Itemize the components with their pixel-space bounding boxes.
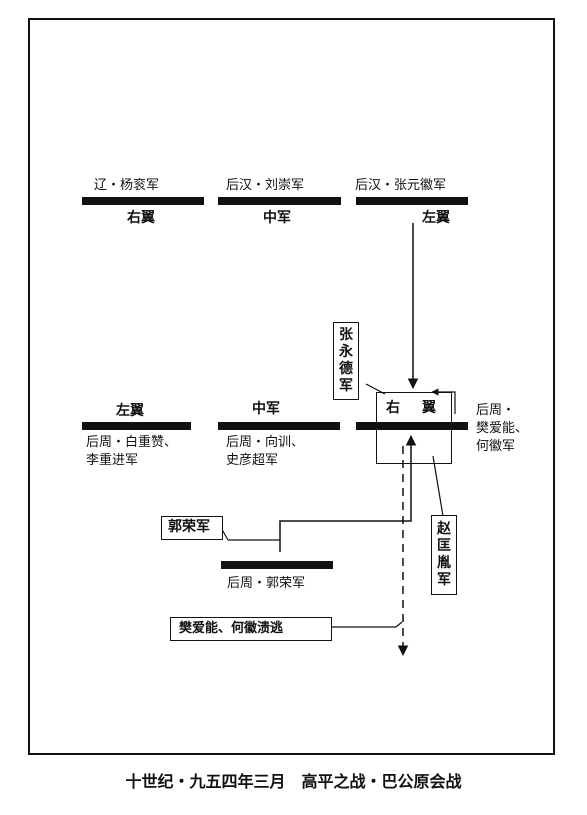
diagram-frame (28, 18, 555, 755)
liao-right-wing-bar (82, 197, 204, 205)
zhao-kuangyin-callout: 赵匡胤军 (431, 515, 457, 595)
zhou-center-unit-line1: 后周・向训、 (226, 435, 305, 450)
zhou-right-wing-unit-line1: 后周・ (476, 403, 516, 418)
zhao-kuangyin-pointer (432, 455, 444, 517)
han-left-wing-role: 左翼 (422, 210, 450, 226)
zhou-right-wing-bar (356, 422, 468, 430)
han-zhang-yuanhui-army-label: 后汉・张元徽军 (355, 178, 447, 193)
zhou-center-role: 中军 (252, 401, 280, 417)
zhang-yongde-pointer (365, 383, 386, 395)
han-center-role: 中军 (263, 210, 291, 226)
zhou-right-wing-role-b: 翼 (422, 400, 436, 416)
zhao-kuangyin-callout-text: 赵匡胤军 (437, 521, 451, 588)
liao-right-wing-role: 右翼 (127, 210, 155, 226)
zhang-yongde-advance-arrow (431, 388, 456, 414)
zhou-left-wing-role: 左翼 (116, 403, 144, 419)
zhou-center-bar (218, 422, 340, 430)
guo-rong-advance-arrow (279, 434, 417, 552)
zhou-right-wing-unit-line2: 樊爱能、 (476, 421, 529, 436)
zhou-right-wing-unit-line3: 何徽军 (476, 439, 516, 454)
rout-label-pointer (395, 621, 403, 628)
zhou-right-wing-role-a: 右 (386, 400, 400, 416)
han-center-bar (218, 197, 341, 205)
zhou-center-unit-line2: 史彦超军 (226, 453, 279, 468)
zhang-yongde-callout: 张永德军 (333, 322, 359, 400)
zhou-left-wing-unit-line2: 李重进军 (86, 453, 139, 468)
han-left-wing-bar (356, 197, 468, 205)
rout-callout-text: 樊爱能、何徽溃逃 (179, 621, 284, 636)
figure-caption: 十世纪・九五四年三月 高平之战・巴公原会战 (125, 772, 462, 791)
guo-rong-bar (221, 561, 333, 569)
zhou-left-wing-unit-line1: 后周・白重赞、 (86, 435, 178, 450)
guo-rong-callout-text: 郭荣军 (168, 519, 210, 535)
han-liu-chong-army-label: 后汉・刘崇军 (226, 178, 305, 193)
liao-yang-gun-army-label: 辽・杨衮军 (94, 178, 160, 193)
guo-rong-unit-label: 后周・郭荣军 (227, 576, 306, 591)
rout-callout: 樊爱能、何徽溃逃 (170, 617, 332, 641)
zhou-left-wing-bar (82, 422, 191, 430)
guo-rong-callout: 郭荣军 (161, 516, 223, 540)
zhang-yongde-callout-text: 张永德军 (339, 327, 353, 394)
